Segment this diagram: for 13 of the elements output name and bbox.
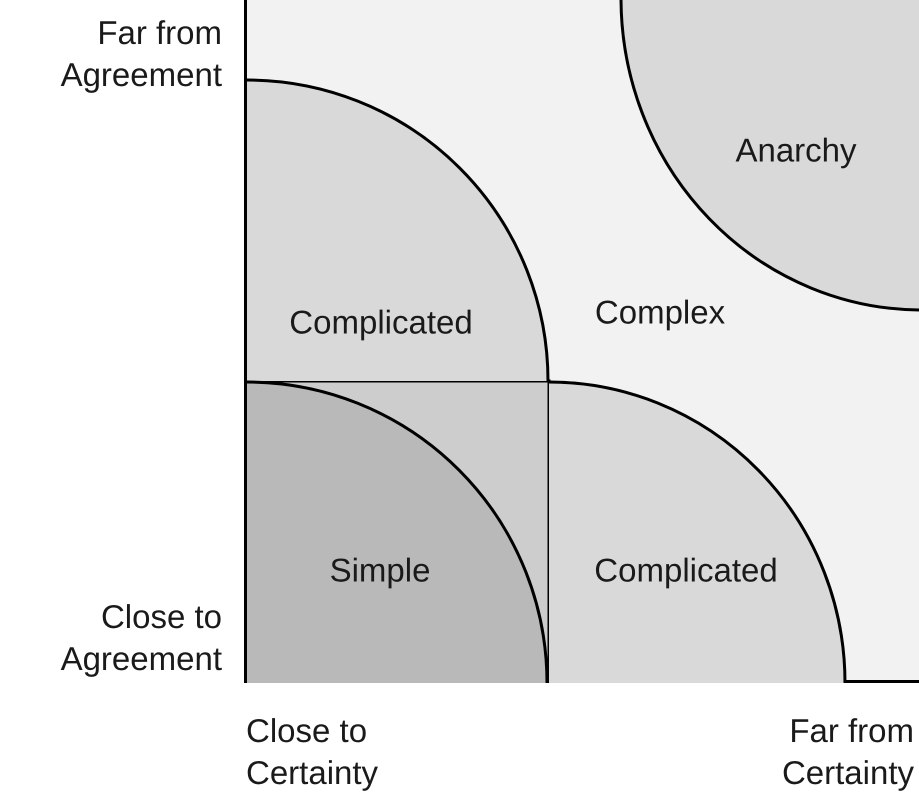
complex-region bbox=[244, 0, 919, 683]
simple-region bbox=[247, 381, 548, 683]
region-label: Complicated bbox=[289, 306, 473, 338]
region-label: Anarchy bbox=[735, 134, 857, 166]
region-label: Complex bbox=[594, 296, 726, 328]
complicated-region bbox=[247, 79, 549, 381]
axis-label: Close to Agreement bbox=[60, 597, 222, 679]
region-label: Complicated bbox=[594, 554, 778, 586]
axis-label: Close to Certainty bbox=[246, 711, 380, 793]
axis-label: Far from Certainty bbox=[780, 711, 914, 793]
axis-label: Far from Agreement bbox=[60, 13, 222, 95]
region-label: Simple bbox=[330, 554, 430, 586]
complicated-region bbox=[549, 381, 846, 683]
